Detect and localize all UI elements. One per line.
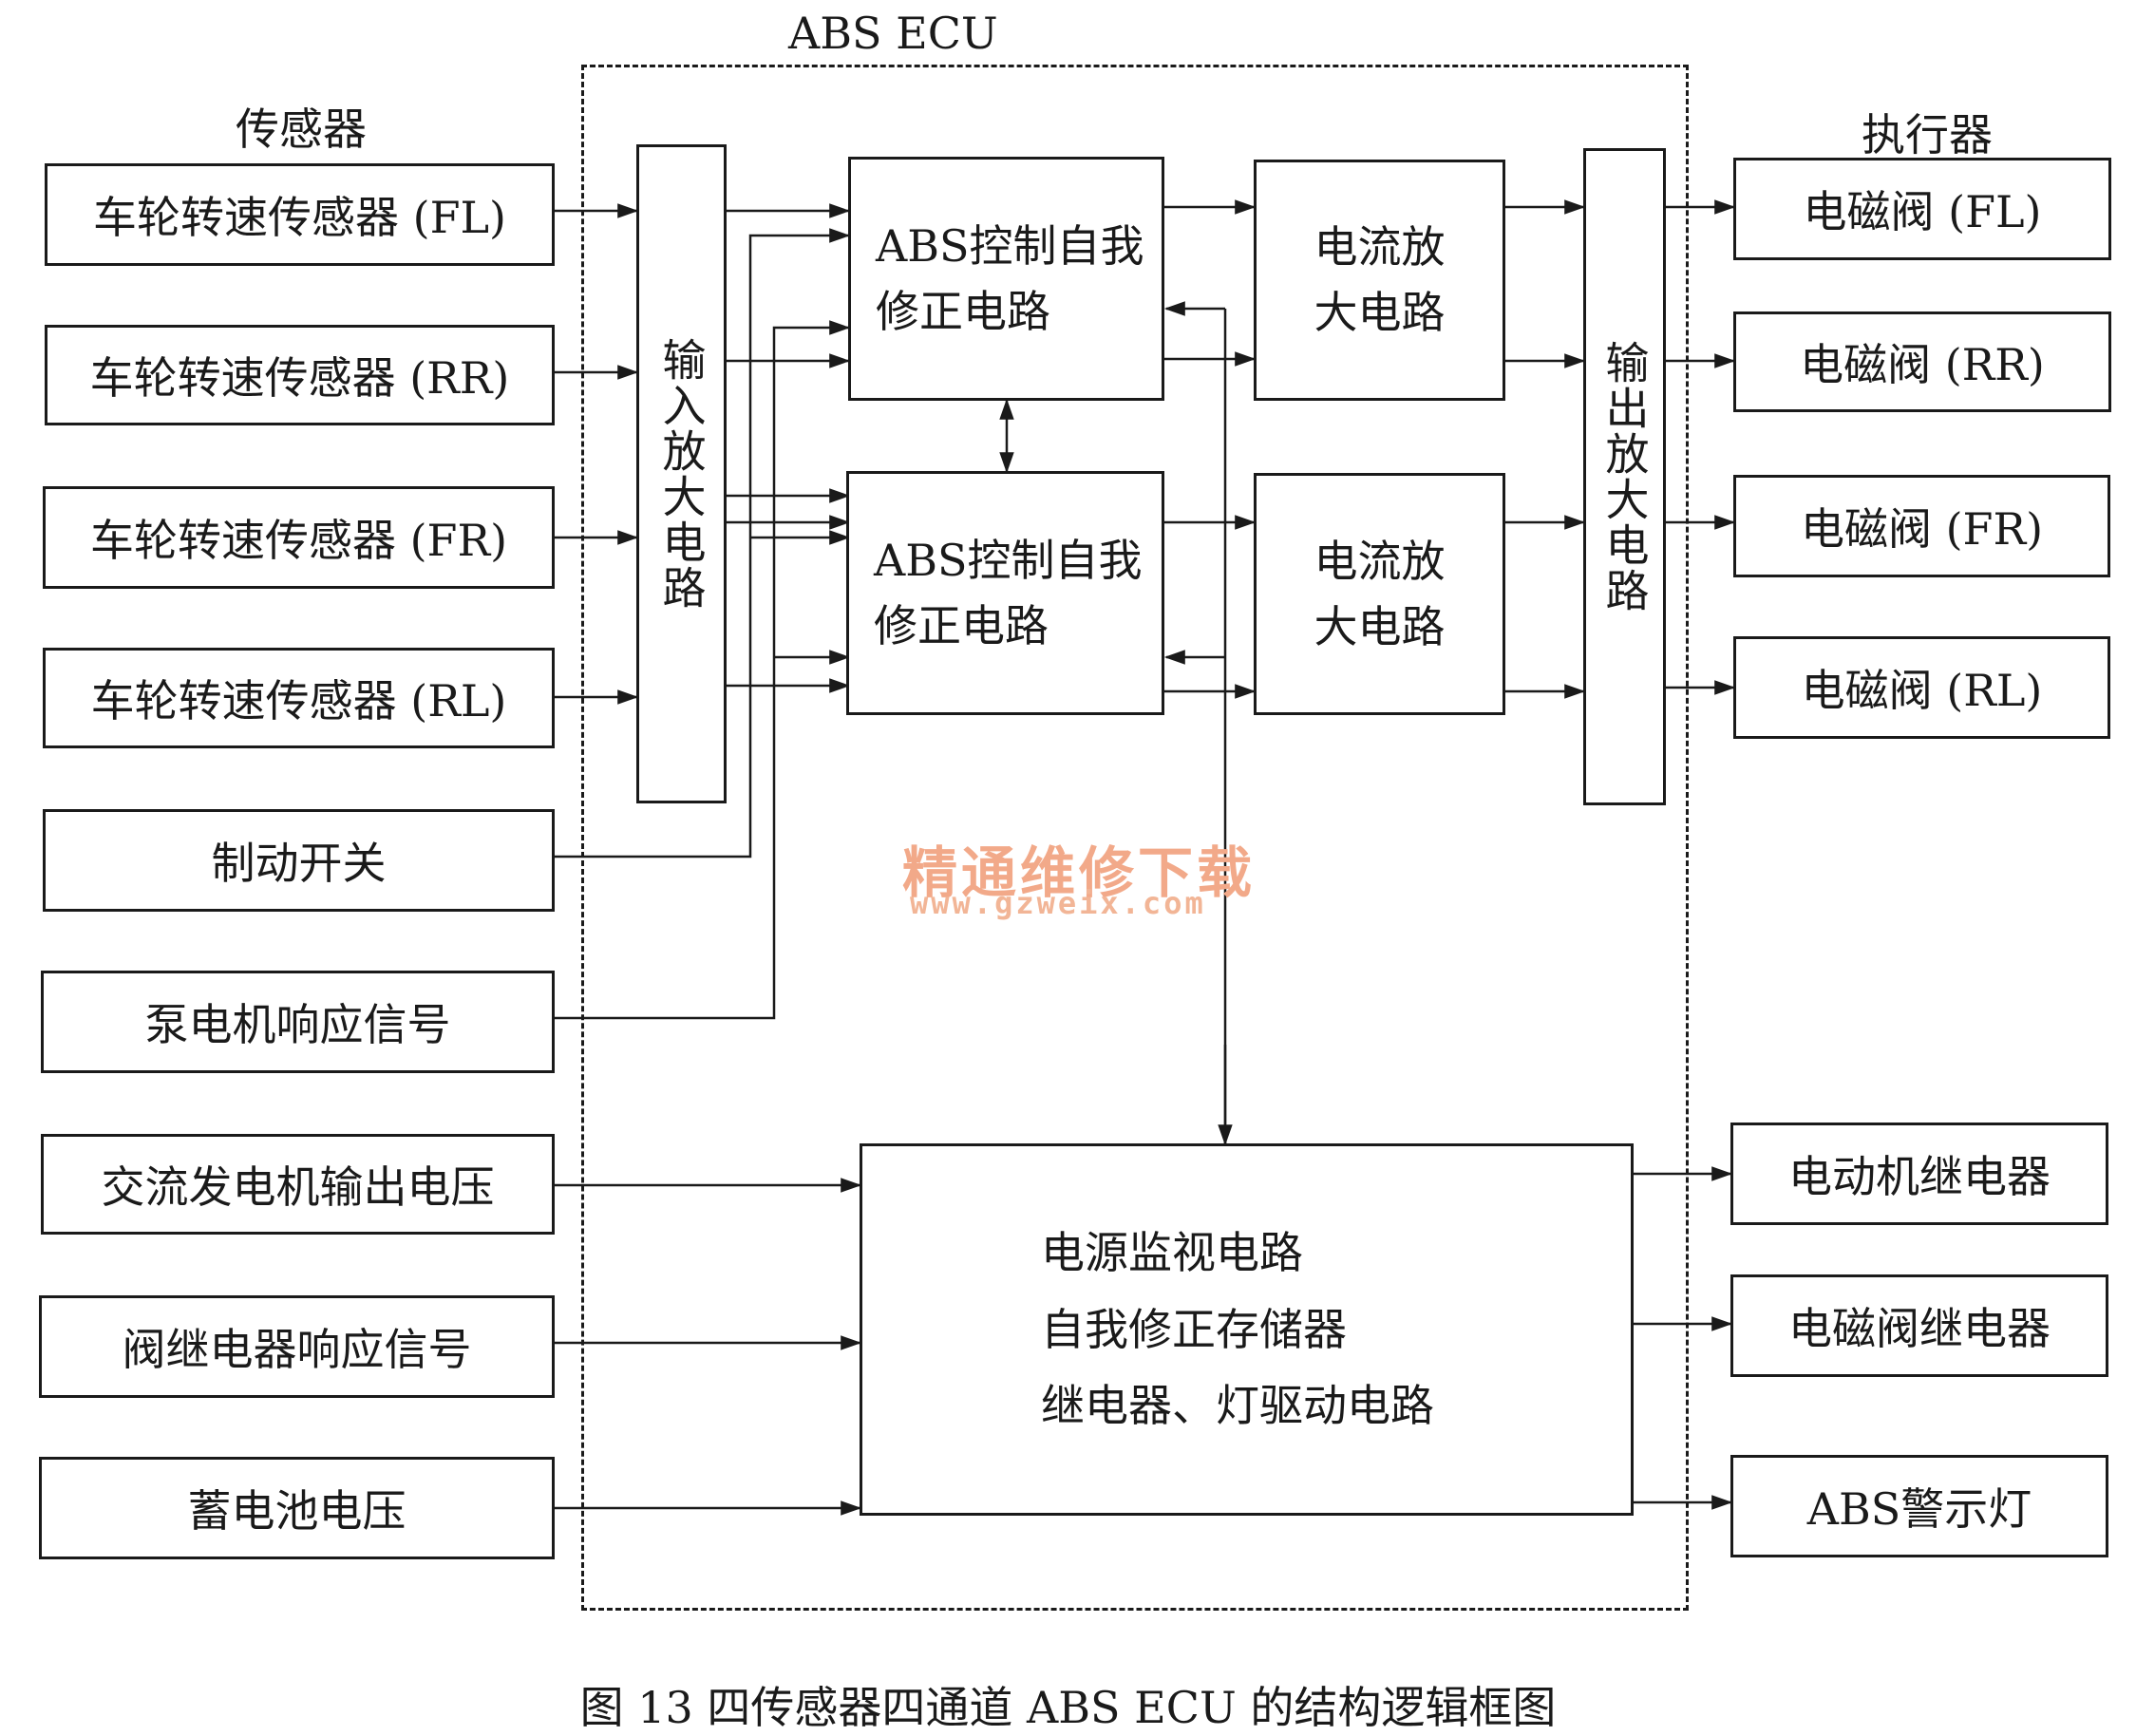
wire-brake-switch [555,228,851,859]
input-sensor-fr: 车轮转速传感器 (FR) [43,486,555,589]
output-solenoid-rl: 电磁阀 (RL) [1733,636,2110,739]
abs-control-circuit-2: ABS控制自我 修正电路 [846,471,1164,715]
watermark-url: www.gzweix.com [910,885,1206,921]
ecu-boundary [581,65,1689,1611]
wire-pump-response [555,320,851,1020]
current-amp-1-line1: 电流放 [1314,221,1446,273]
power-monitor-block: 电源监视电路 自我修正存储器 继电器、灯驱动电路 [860,1143,1634,1516]
ecu-title: ABS ECU [788,8,998,59]
control-1-line2: 修正电路 [876,285,1050,337]
input-brake-switch: 制动开关 [43,809,555,912]
output-amplifier: 输出放大电路 [1583,148,1666,805]
control-1-line1: ABS控制自我 [876,219,1144,272]
sensors-header: 传感器 [236,104,367,155]
input-alternator-voltage: 交流发电机输出电压 [41,1134,555,1235]
current-amplifier-2: 电流放 大电路 [1254,473,1505,715]
monitor-line1: 电源监视电路 [1041,1227,1303,1279]
input-valve-relay-response: 阀继电器响应信号 [39,1295,555,1398]
current-amp-1-line2: 大电路 [1314,287,1446,338]
monitor-line2: 自我修正存储器 [1041,1303,1347,1355]
input-sensor-fl: 车轮转速传感器 (FL) [45,163,555,266]
input-amplifier: 输入放大电路 [636,144,727,803]
current-amp-2-line1: 电流放 [1314,535,1446,587]
figure-caption: 图 13 四传感器四通道 ABS ECU 的结构逻辑框图 [579,1682,1557,1733]
current-amplifier-1: 电流放 大电路 [1254,160,1505,401]
input-sensor-rl: 车轮转速传感器 (RL) [43,648,555,748]
watermark-text: 精通维修下载 [902,840,1257,905]
output-abs-warning-lamp: ABS警示灯 [1730,1455,2108,1557]
input-sensor-rr: 车轮转速传感器 (RR) [45,325,555,425]
control-2-line1: ABS控制自我 [874,534,1143,586]
output-solenoid-fr: 电磁阀 (FR) [1733,475,2110,577]
output-solenoid-rr: 电磁阀 (RR) [1733,311,2111,412]
output-amplifier-label: 输出放大电路 [1598,340,1651,613]
output-motor-relay: 电动机继电器 [1730,1123,2108,1225]
input-amplifier-label: 输入放大电路 [655,337,708,611]
current-amp-2-line2: 大电路 [1314,600,1446,652]
output-solenoid-fl: 电磁阀 (FL) [1733,158,2111,260]
control-2-line2: 修正电路 [874,599,1049,651]
input-pump-motor-response: 泵电机响应信号 [41,971,555,1073]
input-battery-voltage: 蓄电池电压 [39,1457,555,1559]
output-valve-relay: 电磁阀继电器 [1730,1274,2108,1377]
monitor-line3: 继电器、灯驱动电路 [1041,1380,1434,1432]
actuators-header: 执行器 [1862,109,1993,160]
abs-control-circuit-1: ABS控制自我 修正电路 [848,157,1164,401]
